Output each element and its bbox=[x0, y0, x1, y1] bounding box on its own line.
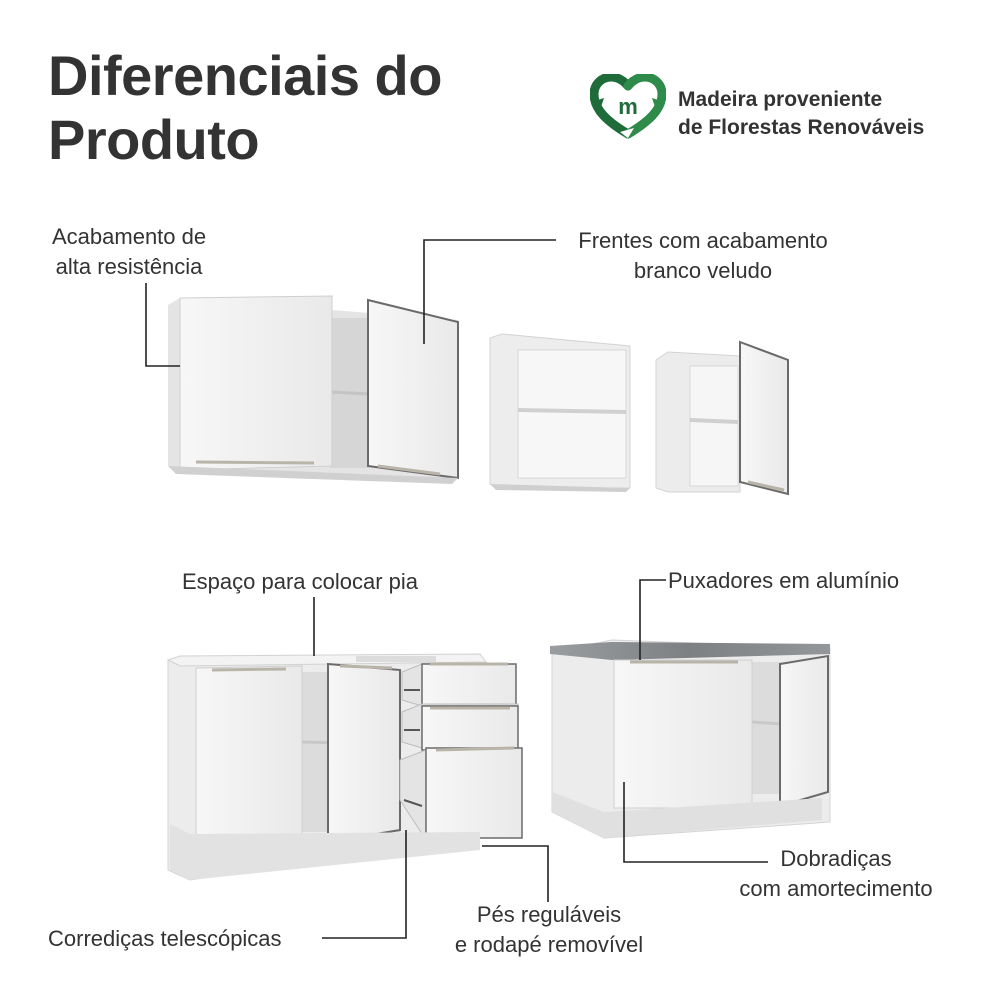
badge-line-2: de Florestas Renováveis bbox=[678, 116, 925, 139]
callout-hinges-line-1: Dobradiças bbox=[780, 846, 892, 871]
callout-fronts-line-1: Frentes com acabamento bbox=[578, 228, 828, 253]
base-cabinet-countertop bbox=[550, 639, 831, 839]
callout-finish: Acabamento de alta resistência bbox=[52, 222, 206, 282]
callout-finish-line-1: Acabamento de bbox=[52, 224, 207, 249]
callout-finish-line-2: alta resistência bbox=[55, 254, 203, 279]
page-title-line-1: Diferenciais do bbox=[48, 44, 442, 107]
leader-lines bbox=[145, 239, 768, 939]
wall-cabinet-small bbox=[655, 340, 789, 496]
svg-text:m: m bbox=[618, 94, 638, 119]
page-title: Diferenciais do Produto bbox=[48, 44, 442, 172]
page-title-line-2: Produto bbox=[48, 108, 260, 171]
callout-feet-line-1: Pés reguláveis bbox=[476, 902, 622, 927]
callout-feet: Pés reguláveis e rodapé removível bbox=[442, 900, 656, 960]
badge-line-1: Madeira proveniente bbox=[678, 88, 883, 111]
callout-feet-line-2: e rodapé removível bbox=[454, 932, 644, 957]
callout-fronts-line-2: branco veludo bbox=[633, 258, 773, 283]
wall-cabinet-wide bbox=[168, 295, 459, 484]
callout-handles-line-1: Puxadores em alumínio bbox=[668, 568, 900, 593]
recycle-m-icon: m bbox=[590, 74, 666, 139]
callout-sink-line-1: Espaço para colocar pia bbox=[182, 569, 419, 594]
callout-slides-line-1: Corrediças telescópicas bbox=[48, 926, 282, 951]
callout-hinges: Dobradiças com amortecimento bbox=[722, 844, 950, 904]
wall-niche bbox=[489, 333, 631, 492]
callout-hinges-line-2: com amortecimento bbox=[739, 876, 933, 901]
base-cabinet-sink bbox=[166, 653, 523, 881]
callout-handles: Puxadores em alumínio bbox=[668, 566, 899, 596]
callout-sink: Espaço para colocar pia bbox=[182, 567, 418, 597]
callout-slides: Corrediças telescópicas bbox=[48, 924, 282, 954]
callout-fronts: Frentes com acabamento branco veludo bbox=[560, 226, 846, 286]
sustainability-badge: Madeira proveniente de Florestas Renováv… bbox=[678, 86, 924, 142]
